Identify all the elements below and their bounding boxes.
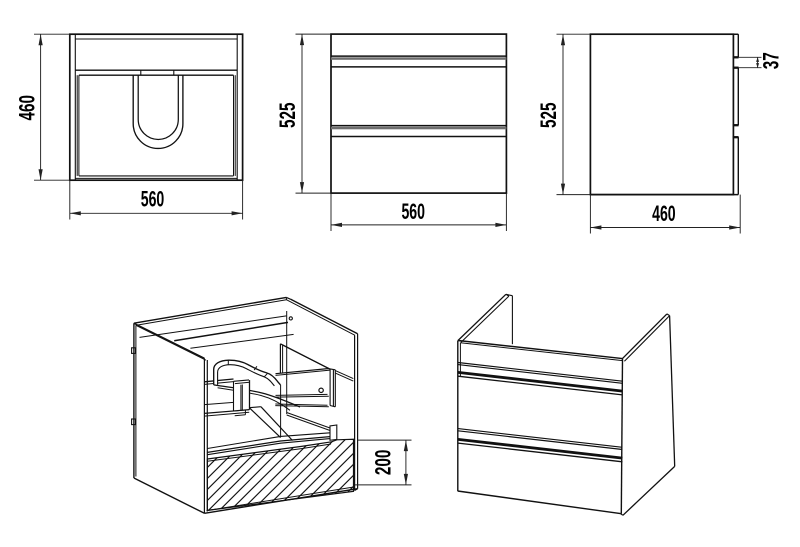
svg-text:460: 460 (652, 201, 676, 226)
svg-text:525: 525 (536, 103, 561, 129)
svg-text:525: 525 (275, 103, 300, 129)
svg-text:560: 560 (401, 199, 425, 224)
svg-text:37: 37 (759, 52, 784, 69)
svg-text:460: 460 (15, 95, 40, 121)
svg-text:560: 560 (141, 186, 165, 211)
svg-text:200: 200 (370, 450, 395, 476)
